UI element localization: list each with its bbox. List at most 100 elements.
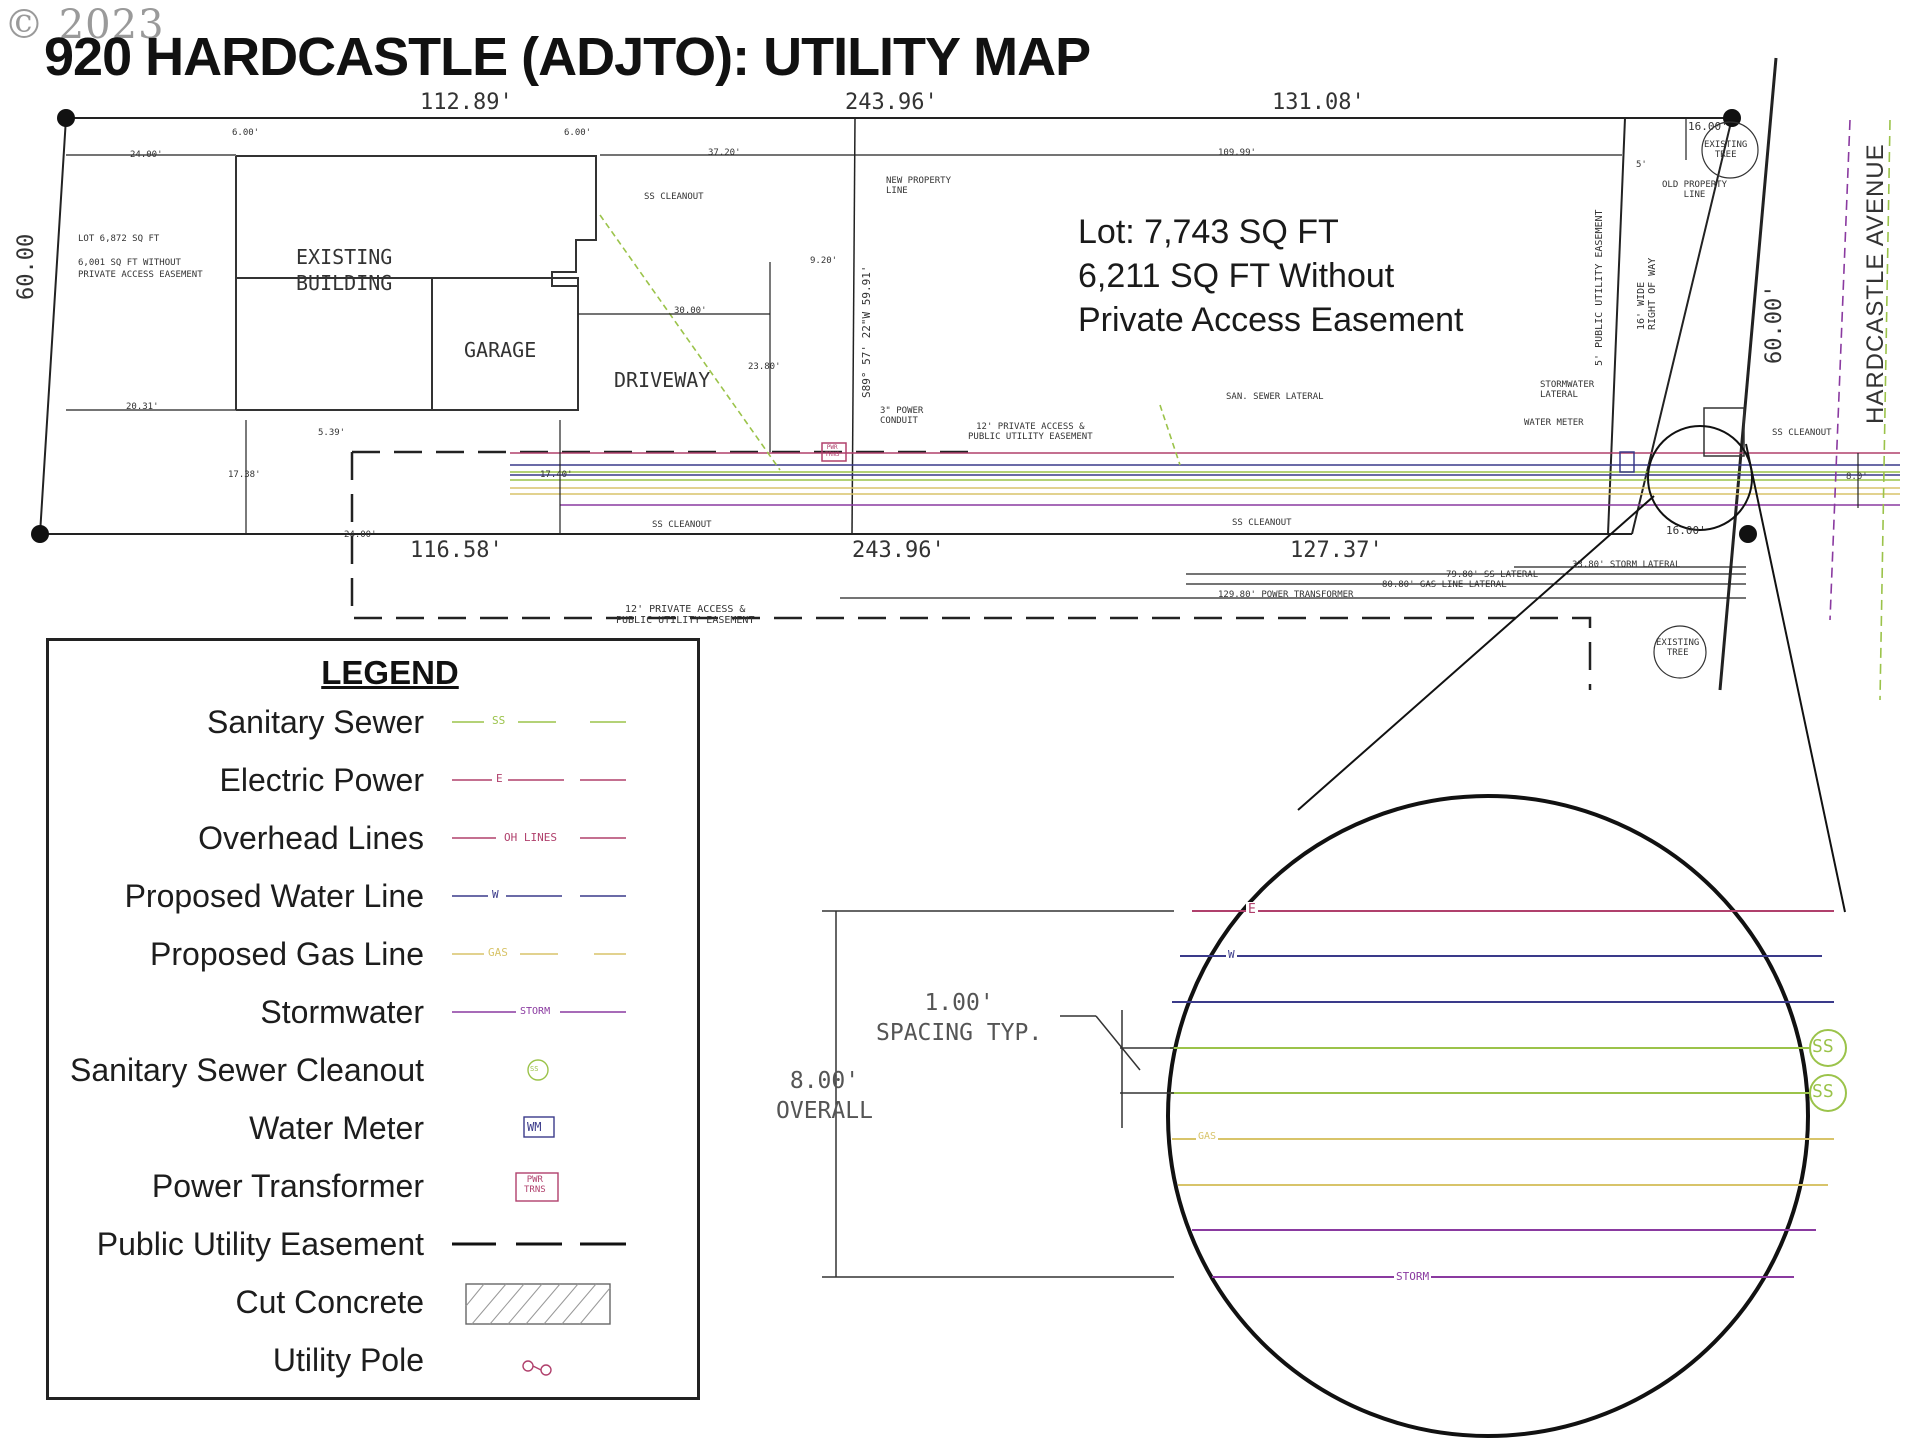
- legend-w-text: W: [492, 888, 499, 901]
- detail-callout-lines: [1297, 443, 1846, 913]
- dim-2400b: 24.00': [344, 530, 377, 540]
- dim-2380: 23.80': [748, 362, 781, 372]
- legend-ss-text: SS: [492, 714, 506, 727]
- map-title: 920 HARDCASTLE (ADJTO): UTILITY MAP: [44, 27, 1091, 87]
- legend-label-electric-power: Electric Power: [219, 762, 425, 798]
- storm-lateral-dim: 33.80' STORM LATERAL: [1572, 560, 1681, 570]
- dim-3000: 30.00': [674, 306, 707, 316]
- ss-cleanout-label-4: SS CLEANOUT: [1772, 428, 1832, 438]
- lot-note-1: LOT 6,872 SQ FT: [78, 234, 160, 244]
- dim-bottom-right: 127.37': [1290, 538, 1383, 563]
- private-access-label-2: 12' PRIVATE ACCESS & PUBLIC UTILITY EASE…: [616, 604, 755, 626]
- ss-cleanout-label-3: SS CLEANOUT: [1232, 518, 1292, 528]
- public-utility-easement-label: 5' PUBLIC UTILITY EASEMENT: [1594, 209, 1605, 366]
- existing-building-outline: [235, 155, 597, 411]
- driveway-label: DRIVEWAY: [614, 368, 711, 392]
- dim-24: 24.00': [130, 150, 163, 160]
- power-transformer-dim: 129.80' POWER TRANSFORMER: [1218, 590, 1354, 600]
- legend-label-ss-cleanout: Sanitary Sewer Cleanout: [70, 1052, 424, 1088]
- dim-1738: 17.38': [228, 470, 261, 480]
- detail-storm-tag: STORM: [1394, 1270, 1432, 1283]
- easement-dashed: [350, 450, 1592, 690]
- legend-label-water-line: Proposed Water Line: [124, 878, 424, 914]
- detail-cleanout-1: [1809, 1029, 1847, 1067]
- dim-bottom-mid: 243.96': [852, 538, 945, 563]
- dim-1600a: 16.00': [1688, 120, 1728, 133]
- stormwater-lateral-label: STORMWATER LATERAL: [1540, 380, 1595, 400]
- san-sewer-lateral-label: SAN. SEWER LATERAL: [1226, 392, 1324, 402]
- dim-10999: 109.99': [1218, 148, 1256, 158]
- legend-label-stormwater: Stormwater: [260, 994, 424, 1030]
- legend-label-overhead-lines: Overhead Lines: [198, 820, 424, 856]
- garage-outline: [431, 277, 579, 411]
- dim-539: 5.39': [318, 428, 346, 438]
- ss-cleanout-label-1: SS CLEANOUT: [644, 192, 704, 202]
- property-boundary: [39, 57, 1778, 691]
- gas-lateral-dim: 80.80' GAS LINE LATERAL: [1382, 580, 1507, 590]
- lot-info: Lot: 7,743 SQ FT 6,211 SQ FT Without Pri…: [1078, 210, 1464, 342]
- detail-ss-tag-2: SS: [1812, 1081, 1834, 1102]
- power-conduit-label: 3" POWER CONDUIT: [880, 406, 924, 426]
- existing-tree-label-2: EXISTING TREE: [1656, 638, 1700, 658]
- spacing-label: 1.00' SPACING TYP.: [876, 990, 1043, 1046]
- private-access-label: 12' PRIVATE ACCESS & PUBLIC UTILITY EASE…: [968, 422, 1093, 442]
- ss-cleanout-label-2: SS CLEANOUT: [652, 520, 712, 530]
- lot-area-without-easement: 6,211 SQ FT Without: [1078, 257, 1395, 295]
- pwr-trns-tag: PWR TRNS: [825, 444, 840, 458]
- dim-left-side: 60.00: [14, 233, 39, 300]
- dim-3720: 37.20': [708, 148, 741, 158]
- ss-lateral-dim: 79.80' SS LATERAL: [1446, 570, 1539, 580]
- legend-label-sanitary-sewer: Sanitary Sewer: [207, 704, 424, 740]
- garage-label: GARAGE: [464, 338, 537, 362]
- old-property-line-label: OLD PROPERTY LINE: [1662, 180, 1728, 200]
- legend-label-public-utility-easement: Public Utility Easement: [96, 1226, 424, 1262]
- legend-title: LEGEND: [321, 654, 459, 691]
- bearing-label: S89° 57' 22"W 59.91': [860, 265, 873, 398]
- street-name: HARDCASTLE AVENUE: [1862, 143, 1889, 424]
- legend-box: [46, 638, 700, 1400]
- dim-top-right: 131.08': [1272, 90, 1365, 115]
- plan-utility-lines: [510, 119, 1900, 701]
- detail-lines: [1170, 910, 1842, 1278]
- detail-callout-circle: [1647, 425, 1753, 531]
- detail-magnifier: [1166, 794, 1810, 1438]
- existing-tree-label: EXISTING TREE: [1704, 140, 1748, 160]
- dim-1600b: 16.00': [1666, 524, 1706, 537]
- lot-note-2: 6,001 SQ FT WITHOUT: [78, 258, 181, 268]
- dimension-lines: [66, 118, 1859, 599]
- dim-80: 8.0': [1846, 472, 1868, 482]
- cut-concrete-patch: [1703, 407, 1745, 457]
- legend-pwr-text: PWR TRNS: [524, 1175, 546, 1195]
- legend-gas-text: GAS: [488, 946, 508, 959]
- legend-label-utility-pole: Utility Pole: [272, 1342, 424, 1378]
- lot-area-note: Private Access Easement: [1078, 301, 1464, 339]
- detail-ss-tag-1: SS: [1812, 1036, 1834, 1057]
- legend-oh-text: OH LINES: [504, 831, 557, 844]
- building-label: EXISTING BUILDING: [296, 245, 393, 295]
- lot-area: Lot: 7,743 SQ FT: [1078, 213, 1339, 251]
- dim-2031: 20.31': [126, 402, 159, 412]
- detail-cleanout-2: [1809, 1074, 1847, 1112]
- legend-cleanout-text: SS: [530, 1065, 539, 1073]
- legend-label-power-transformer: Power Transformer: [151, 1168, 424, 1204]
- detail-gas-tag: GAS: [1196, 1131, 1219, 1142]
- legend-storm-text: STORM: [520, 1006, 551, 1017]
- detail-dimension: [822, 910, 1174, 1278]
- new-property-line-label: NEW PROPERTY LINE: [886, 176, 952, 196]
- detail-w-tag: W: [1226, 948, 1237, 961]
- existing-tree-symbol-2: [1653, 625, 1707, 679]
- dim-920: 9.20': [810, 256, 838, 266]
- dim-top-mid: 243.96': [845, 90, 938, 115]
- water-meter-marker: [1619, 451, 1635, 473]
- legend-wm-text: WM: [527, 1120, 542, 1134]
- corner-markers: [31, 109, 1757, 543]
- existing-tree-symbol: [1701, 121, 1759, 179]
- legend-label-gas-line: Proposed Gas Line: [150, 936, 424, 972]
- dim-6a: 6.00': [232, 128, 260, 138]
- overall-label: 8.00' OVERALL: [776, 1068, 873, 1124]
- water-meter-label: WATER METER: [1524, 418, 1584, 428]
- legend-label-water-meter: Water Meter: [249, 1110, 424, 1146]
- legend-label-cut-concrete: Cut Concrete: [235, 1284, 424, 1320]
